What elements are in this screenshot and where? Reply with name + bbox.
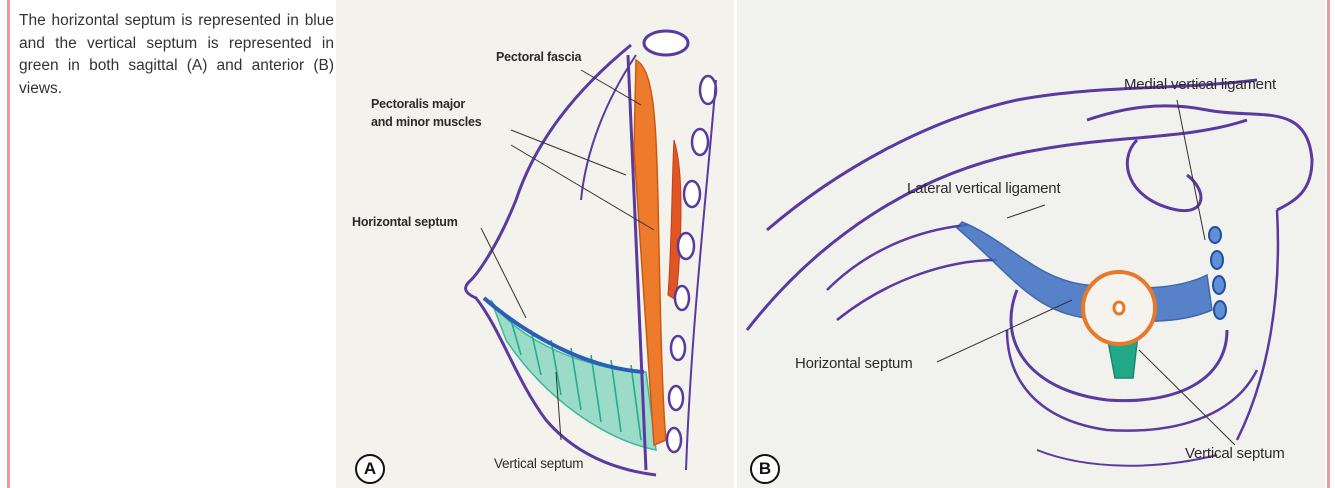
panel-a-sagittal: Pectoral fascia Pectoralis major and min… xyxy=(336,0,734,488)
label-vertical-septum-a: Vertical septum xyxy=(494,456,583,471)
label-horizontal-septum-a: Horizontal septum xyxy=(352,215,458,229)
anterior-drawing xyxy=(737,0,1325,488)
rib-top xyxy=(644,31,688,55)
label-lateral-vertical-ligament: Lateral vertical ligament xyxy=(907,180,1060,197)
label-pectoralis-line2: and minor muscles xyxy=(371,115,482,129)
label-medial-vertical-ligament: Medial vertical ligament xyxy=(1124,76,1276,93)
badge-a: A xyxy=(355,454,385,484)
nipple xyxy=(1114,302,1124,314)
left-rule xyxy=(7,0,10,488)
right-rule xyxy=(1327,0,1330,488)
outline-chest xyxy=(1237,210,1278,440)
muscle-minor xyxy=(668,140,681,300)
panel-b-pointers xyxy=(937,100,1235,445)
label-horizontal-septum-b: Horizontal septum xyxy=(795,355,913,372)
label-pectoralis-line1: Pectoralis major xyxy=(371,97,465,111)
badge-b: B xyxy=(750,454,780,484)
outline-axilla-2 xyxy=(837,260,997,320)
sagittal-drawing xyxy=(336,0,734,488)
outline-scapula xyxy=(1127,140,1201,211)
figure-caption: The horizontal septum is represented in … xyxy=(19,10,334,100)
label-pectoral-fascia: Pectoral fascia xyxy=(496,50,581,64)
outline-axilla-1 xyxy=(827,225,967,290)
panel-b-anterior: Medial vertical ligament Lateral vertica… xyxy=(737,0,1325,488)
label-vertical-septum-b: Vertical septum xyxy=(1185,445,1285,462)
